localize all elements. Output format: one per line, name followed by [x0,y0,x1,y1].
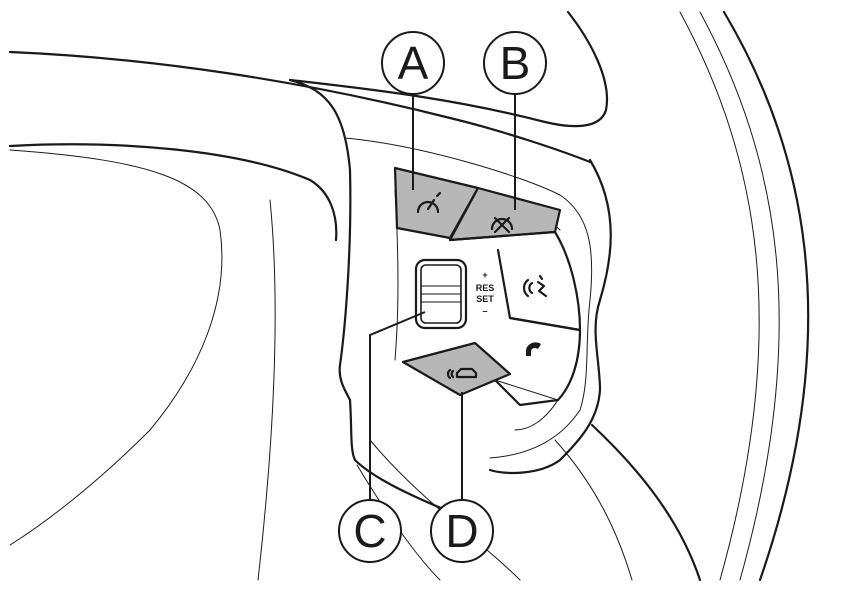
button-b-cruise-cancel[interactable] [448,186,562,242]
phone-button[interactable] [520,338,550,364]
vehicle-distance-icon [446,367,478,380]
callout-leaders [369,92,516,500]
cruise-control-icon [416,191,442,214]
callout-b-label: B [500,37,531,89]
voice-button[interactable] [522,270,551,300]
res-set-labels: + RES SET – [476,270,495,316]
button-c-res-set-switch[interactable] [414,258,468,330]
minus-label: – [482,306,487,316]
button-d-vehicle-distance[interactable] [401,341,512,397]
callout-d: D [430,499,494,563]
cruise-control-off-icon [490,216,514,234]
right-button-panel [448,230,582,431]
callout-d-label: D [445,505,478,557]
res-label: RES [476,283,495,293]
phone-icon [526,342,541,356]
callout-a: A [381,31,445,95]
callout-c: C [338,499,402,563]
callout-c-label: C [353,505,386,557]
callout-a-label: A [398,37,429,89]
callout-b: B [483,31,547,95]
voice-command-icon [522,274,548,298]
set-label: SET [476,294,494,304]
plus-label: + [482,270,487,280]
wheel-outline [8,10,810,582]
